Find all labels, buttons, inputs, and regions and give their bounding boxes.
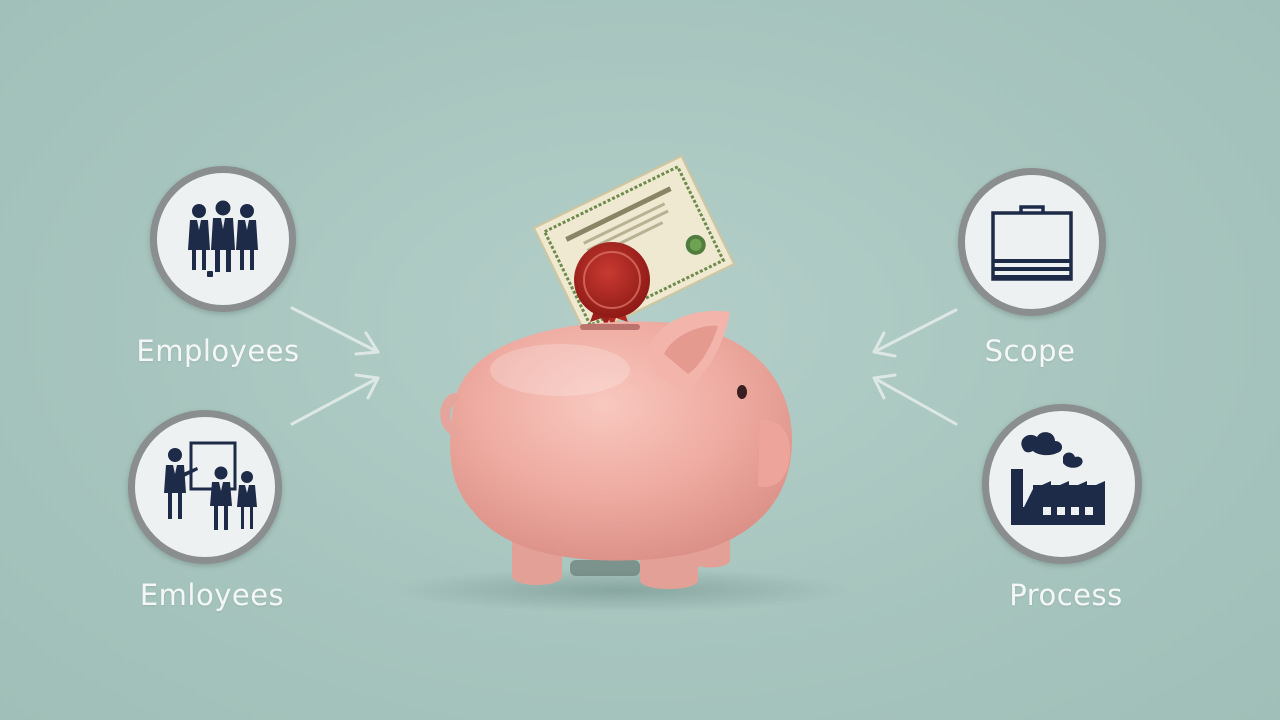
business-team-icon: [188, 200, 258, 277]
wax-seal-icon: [574, 242, 650, 328]
presentation-team-icon: [164, 441, 257, 530]
arrow-bottom-right-icon: [872, 373, 958, 426]
clipboard-icon: [991, 205, 1073, 281]
business-team-node: [150, 166, 296, 312]
process-label: Process: [1009, 578, 1123, 612]
arrow-bottom-left-icon: [290, 373, 380, 426]
process-node: [982, 404, 1142, 564]
emloyees-label: Emloyees: [139, 578, 285, 612]
scope-label: Scope: [984, 334, 1076, 368]
employees-label: Employees: [136, 334, 300, 368]
presentation-team-node: [128, 410, 282, 564]
scope-node: [958, 168, 1106, 316]
arrow-top-right-icon: [872, 308, 958, 358]
arrow-top-left-icon: [290, 306, 380, 356]
factory-icon: [1011, 432, 1105, 525]
pig-shadow: [390, 568, 850, 612]
